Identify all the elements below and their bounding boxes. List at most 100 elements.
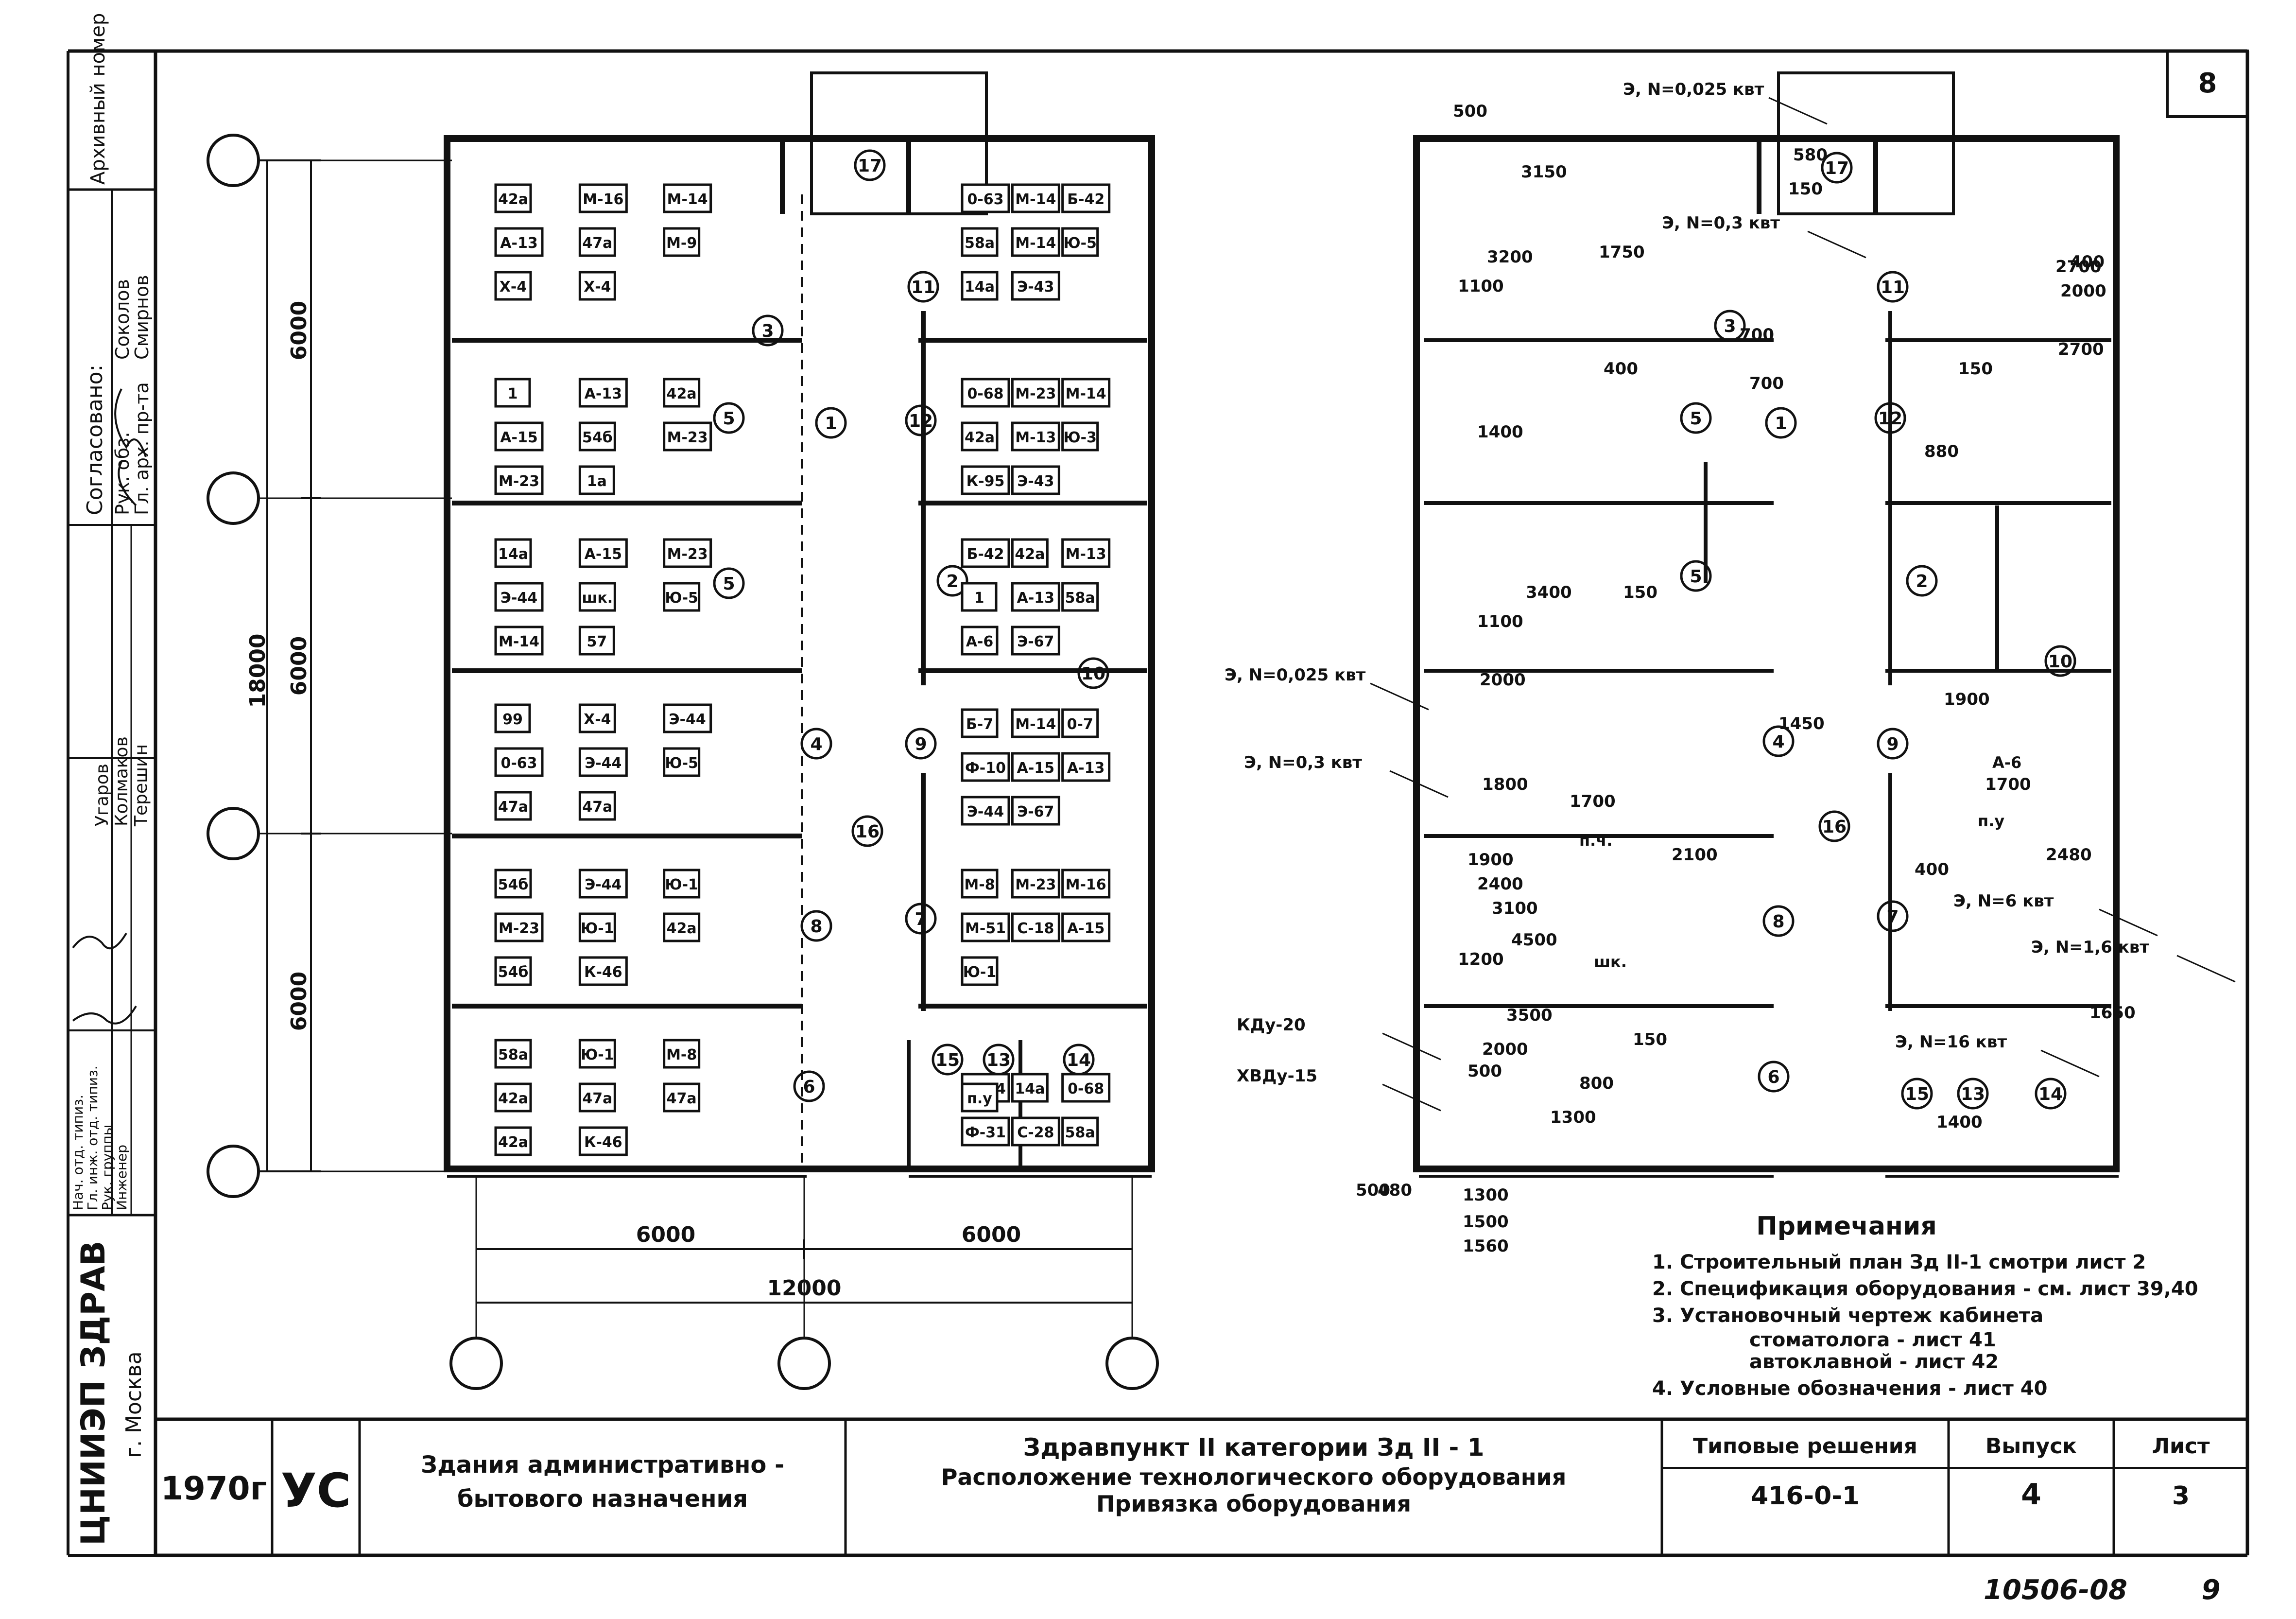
dim-vertical-2: 6000: [287, 636, 311, 696]
equipment-label: Х-4: [500, 279, 527, 296]
sheet-value: 3: [2172, 1481, 2190, 1511]
equipment-box: [663, 378, 701, 408]
equipment-label: М-23: [499, 920, 539, 937]
right-dimension: 400: [1915, 860, 1949, 879]
right-room-number: 9: [1886, 734, 1899, 754]
left-room-number: 14: [1067, 1050, 1091, 1070]
equipment-label: К-95: [967, 473, 1005, 490]
equipment-box: [1061, 227, 1099, 257]
equipment-label: 58а: [1065, 1124, 1095, 1141]
title-line-1: Здравпункт II категории Зд II - 1: [1023, 1433, 1485, 1462]
right-dimension: 400: [1604, 359, 1638, 379]
equipment-label: А-13: [1017, 590, 1054, 607]
issue-label: Выпуск: [1985, 1434, 2077, 1459]
callout-leader: [1370, 682, 1429, 711]
left-room-number: 3: [761, 321, 774, 341]
right-room-circle: [1874, 402, 1906, 434]
equipment-box: [494, 626, 544, 656]
left-room-number: 13: [986, 1050, 1011, 1070]
equipment-label: М-8: [666, 1046, 697, 1063]
equipment-box: [1011, 183, 1060, 213]
equipment-label: Б-42: [967, 546, 1004, 563]
equipment-label: 42а: [667, 385, 697, 402]
equipment-box: [494, 582, 544, 612]
callout-leader: [2176, 955, 2236, 983]
equipment-label: А-6: [966, 633, 994, 650]
right-equipment-label: п.у: [1978, 812, 2004, 830]
equipment-blocks: 42а114а9954б58а0-630-68Б-42Б-7М-8М-34М-1…: [494, 183, 1111, 1156]
equipment-label: 47а: [582, 1090, 612, 1107]
note-3b: автоклавной - лист 42: [1749, 1351, 1999, 1373]
equipment-label: 1: [974, 590, 984, 607]
equipment-box: [494, 465, 544, 495]
left-room-circle: [1077, 657, 1109, 689]
staff-name-2: Колмаков: [112, 736, 132, 826]
equipment-label: Ю-5: [1063, 235, 1097, 252]
equipment-box: [961, 1082, 999, 1113]
equipment-box: [578, 747, 628, 777]
staff-role-2: Гл. инж. отд. типиз.: [85, 1065, 101, 1210]
equipment-box: [494, 1039, 532, 1069]
right-room-circle: [1957, 1078, 1989, 1110]
title-block: [155, 1417, 2247, 1555]
approve-name-1: Соколов: [112, 279, 133, 360]
right-room-number: 13: [1961, 1084, 1985, 1104]
equipment-label: А-15: [585, 546, 622, 563]
equipment-label: М-23: [667, 429, 708, 446]
equipment-box: [578, 626, 615, 656]
right-dimension: 150: [1633, 1030, 1667, 1049]
equipment-label: 42а: [498, 191, 528, 208]
right-room-circle: [1821, 152, 1853, 184]
equipment-box: [1011, 465, 1060, 495]
sheet-number: 8: [2198, 68, 2217, 99]
left-room-circle: [851, 815, 883, 847]
title-category-1: Здания административно -: [421, 1451, 784, 1479]
equipment-label: 58а: [498, 1046, 528, 1063]
right-dimension: 3100: [1492, 899, 1538, 918]
equipment-label: 42а: [498, 1134, 528, 1151]
equipment-label: М-16: [583, 191, 623, 208]
equipment-box: [494, 703, 531, 733]
org-city: г. Москва: [121, 1351, 146, 1458]
left-room-circle: [713, 402, 745, 434]
equipment-box: [494, 271, 532, 301]
right-dimension: 1900: [1944, 690, 1990, 709]
left-room-number: 16: [855, 822, 880, 842]
equipment-label: Ю-5: [665, 590, 698, 607]
note-2: 2. Спецификация оборудования - см. лист …: [1652, 1278, 2198, 1300]
equipment-box: [578, 1082, 616, 1113]
org-name: ЦНИИЭП ЗДРАВ: [74, 1241, 113, 1546]
notes: Примечания 1. Строительный план Зд II-1 …: [1652, 1212, 2198, 1400]
equipment-label: 47а: [582, 235, 612, 252]
equipment-box: [1011, 1073, 1049, 1103]
equipment-label: 57: [587, 633, 607, 650]
equipment-label: Ю-5: [665, 755, 698, 772]
dim-vertical-3: 6000: [287, 972, 311, 1031]
equipment-label: М-13: [1066, 546, 1106, 563]
equipment-label: М-9: [666, 235, 697, 252]
equipment-box: [494, 791, 532, 821]
equipment-box: [663, 183, 712, 213]
approved-label: Согласовано:: [83, 365, 107, 515]
equipment-label: А-13: [1067, 760, 1105, 777]
equipment-box: [1011, 271, 1060, 301]
right-callout: Э, N=16 квт: [1895, 1032, 2007, 1052]
equipment-box: [961, 378, 1010, 408]
dim-vertical-1: 6000: [287, 301, 311, 360]
equipment-box: [1061, 752, 1111, 782]
equipment-label: 0-63: [501, 755, 537, 772]
equipment-box: [1011, 708, 1060, 738]
equipment-label: С-18: [1017, 920, 1054, 937]
equipment-box: [961, 183, 1010, 213]
equipment-label: М-51: [965, 920, 1006, 937]
right-equipment-label: шк.: [1594, 953, 1627, 971]
equipment-label: Х-4: [584, 279, 611, 296]
right-dimension: 1560: [1463, 1236, 1509, 1256]
equipment-box: [1061, 912, 1111, 942]
note-4: 4. Условные обозначения - лист 40: [1652, 1377, 2047, 1400]
right-dimension: 700: [1749, 374, 1784, 393]
equipment-label: К-46: [584, 1134, 622, 1151]
right-dimension: 2100: [1672, 845, 1718, 865]
left-room-circle: [713, 567, 745, 599]
